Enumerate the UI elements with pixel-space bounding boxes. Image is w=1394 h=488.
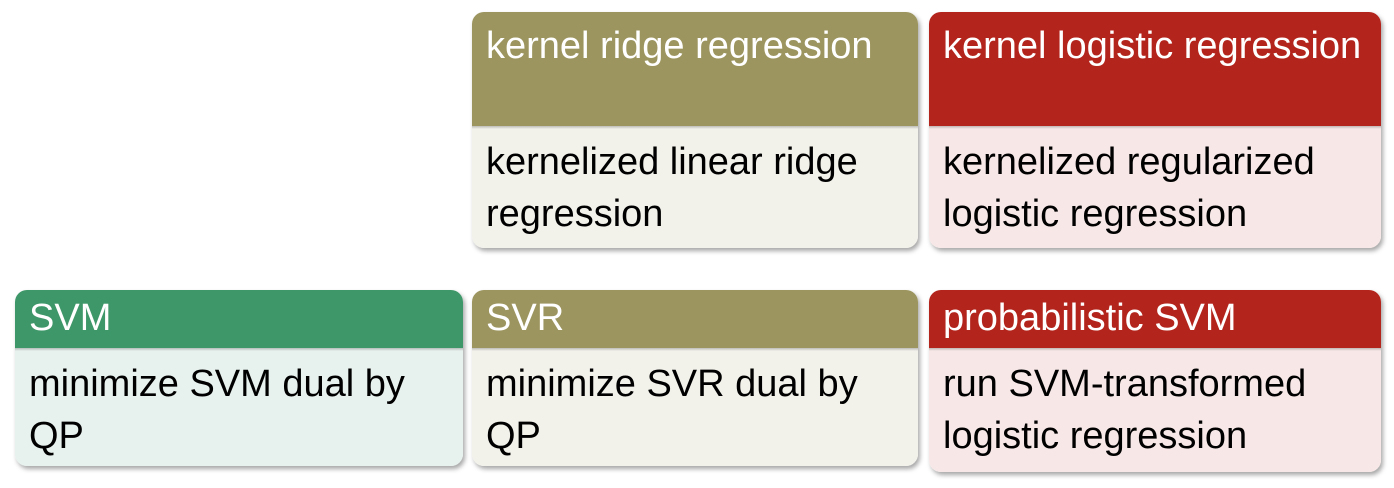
kernel-logistic-regression-box: kernel logistic regression kernelized re…	[929, 12, 1381, 248]
svr-description: minimize SVR dual by QP	[472, 348, 918, 466]
probabilistic-svm-description: run SVM-transformed logistic regression	[929, 348, 1381, 472]
probabilistic-svm-title: probabilistic SVM	[929, 290, 1381, 351]
kernel-ridge-regression-box: kernel ridge regression kernelized linea…	[472, 12, 918, 248]
svm-description: minimize SVM dual by QP	[15, 348, 463, 466]
kernel-ridge-regression-description: kernelized linear ridge regression	[472, 126, 918, 248]
kernel-logistic-regression-description: kernelized regularized logistic regressi…	[929, 126, 1381, 248]
svr-title: SVR	[472, 290, 918, 351]
svm-title: SVM	[15, 290, 463, 351]
probabilistic-svm-box: probabilistic SVM run SVM-transformed lo…	[929, 290, 1381, 472]
kernel-logistic-regression-title: kernel logistic regression	[929, 12, 1381, 129]
kernel-ridge-regression-title: kernel ridge regression	[472, 12, 918, 129]
svm-box: SVM minimize SVM dual by QP	[15, 290, 463, 466]
svr-box: SVR minimize SVR dual by QP	[472, 290, 918, 466]
